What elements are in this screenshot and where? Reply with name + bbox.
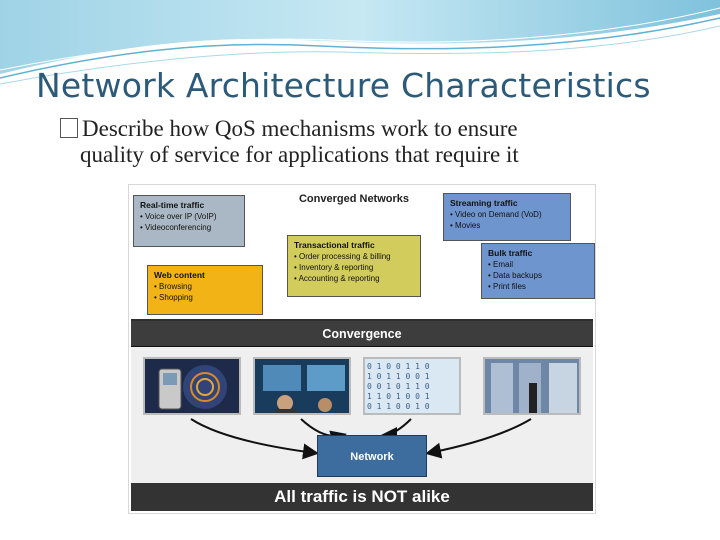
voip-phone-image [143,357,241,415]
slide-title: Network Architecture Characteristics [36,66,651,105]
box-item: Data backups [488,270,588,281]
diagram-footer: All traffic is NOT alike [131,483,593,511]
box-item: Browsing [154,281,256,292]
box-title: Streaming traffic [450,198,518,208]
box-item: Video on Demand (VoD) [450,209,564,220]
bullet-line-1: Describe how QoS mechanisms work to ensu… [82,116,518,141]
box-item: Shopping [154,292,256,303]
box-item: Inventory & reporting [294,262,414,273]
realtime-traffic-box: Real-time traffic Voice over IP (VoIP) V… [133,195,245,247]
bullet-text: Describe how QoS mechanisms work to ensu… [60,116,700,168]
box-item: Email [488,259,588,270]
web-content-box: Web content Browsing Shopping [147,265,263,315]
box-title: Web content [154,270,205,280]
svg-text:0 1 0 0 1 1 0: 0 1 0 0 1 1 0 [367,362,430,371]
box-item: Order processing & billing [294,251,414,262]
bullet-glyph [60,118,78,138]
binary-data-image: 0 1 0 0 1 1 0 1 0 1 1 0 0 1 0 0 1 0 1 1 … [363,357,461,415]
convergence-bar: Convergence [131,321,593,347]
svg-text:1 1 0 1 0 0 1: 1 1 0 1 0 0 1 [367,392,430,401]
box-item: Movies [450,220,564,231]
box-item: Voice over IP (VoIP) [140,211,238,222]
svg-text:0 0 1 0 1 1 0: 0 0 1 0 1 1 0 [367,382,430,391]
box-item: Print files [488,281,588,292]
box-title: Real-time traffic [140,200,205,210]
network-box: Network [317,435,427,477]
svg-text:1 0 1 1 0 0 1: 1 0 1 1 0 0 1 [367,372,430,381]
header-wave-decoration [0,0,720,85]
converged-networks-diagram: Converged Networks Real-time traffic Voi… [128,184,596,514]
box-title: Bulk traffic [488,248,533,258]
streaming-traffic-box: Streaming traffic Video on Demand (VoD) … [443,193,571,241]
transactional-traffic-box: Transactional traffic Order processing &… [287,235,421,297]
bulk-traffic-box: Bulk traffic Email Data backups Print fi… [481,243,595,299]
svg-text:0 1 1 0 0 1 0: 0 1 1 0 0 1 0 [367,402,430,411]
box-item: Videoconferencing [140,222,238,233]
box-item: Accounting & reporting [294,273,414,284]
diagram-heading: Converged Networks [298,193,410,205]
bullet-line-2: quality of service for applications that… [80,142,519,167]
server-room-image [483,357,581,415]
box-title: Transactional traffic [294,240,375,250]
videoconference-image [253,357,351,415]
